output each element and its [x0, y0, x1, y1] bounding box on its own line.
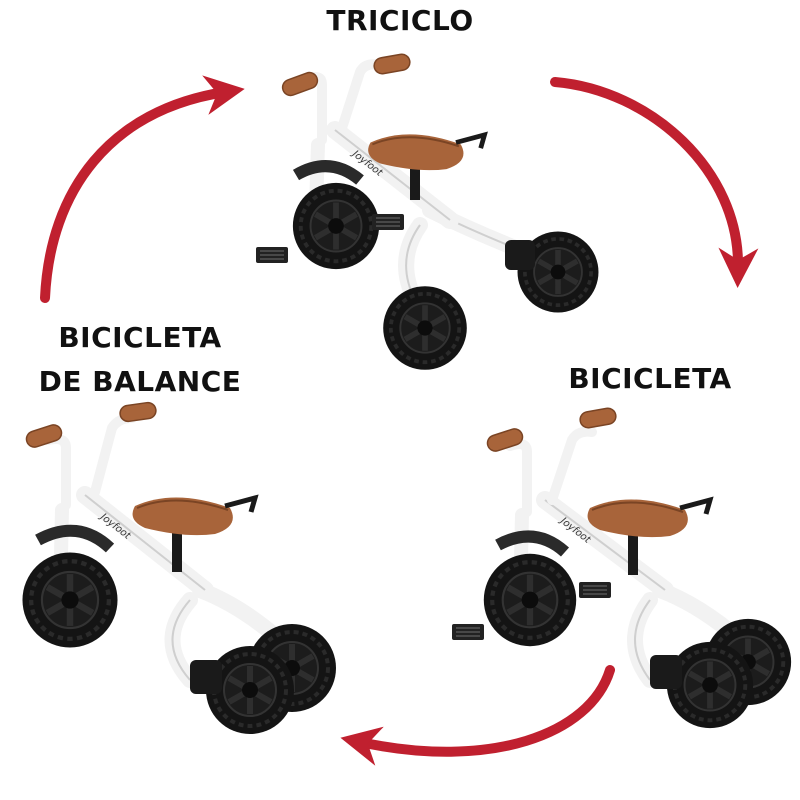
- balance-bike-image: Joyfoot: [22, 400, 336, 734]
- curved-arrow-icon: [340, 665, 615, 766]
- bicycle-image: Joyfoot: [451, 406, 791, 728]
- label-bicicleta-de-balance: BICICLETA DE BALANCE: [20, 316, 260, 404]
- label-triciclo: TRICICLO: [326, 4, 474, 37]
- curved-arrow-icon: [40, 75, 245, 303]
- curved-arrow-icon: [550, 77, 759, 288]
- label-balance-line1: BICICLETA: [58, 321, 222, 354]
- tricycle-image: Joyfoot: [255, 52, 598, 370]
- label-bicicleta: BICICLETA: [568, 362, 732, 395]
- label-balance-line2: DE BALANCE: [38, 365, 242, 398]
